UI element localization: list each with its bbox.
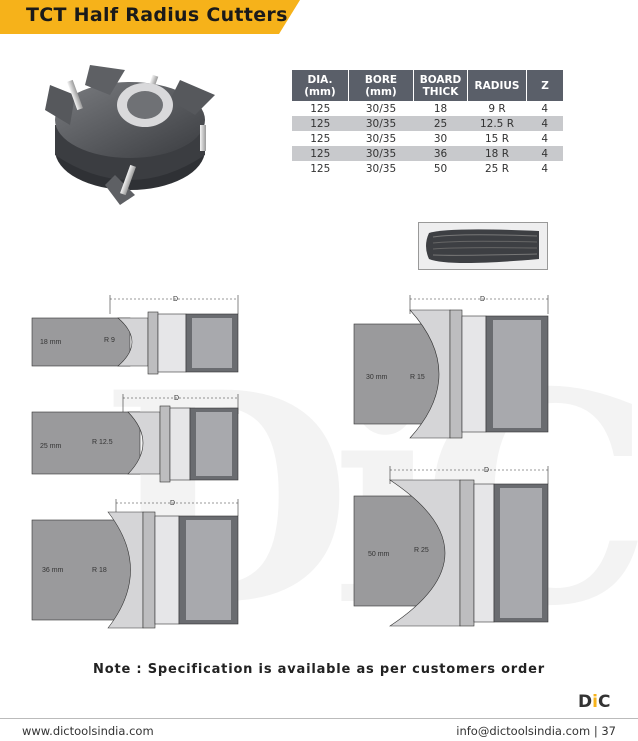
cutter-drawing-50mm: D 50 mm R 25 xyxy=(353,466,549,627)
cell: 30/35 xyxy=(365,162,397,175)
cell: 18 xyxy=(433,102,448,115)
cell: 36 xyxy=(413,146,468,161)
page-number: 37 xyxy=(601,724,616,738)
cell: 25 xyxy=(413,116,468,131)
brand-logo: DiC xyxy=(578,692,611,712)
dimension-d-label: D xyxy=(480,296,485,303)
cutter-drawing-18mm: D 18 mm R 9 xyxy=(31,295,239,375)
cell: 4 xyxy=(526,116,563,131)
col-header-radius: RADIUS xyxy=(467,70,527,101)
thickness-label: 30 mm xyxy=(366,374,388,381)
cell: 18 R xyxy=(467,146,527,161)
cell: 4 xyxy=(541,132,549,145)
cell: 30 xyxy=(433,132,448,145)
table-row: 125 30/35 36 18 R 4 xyxy=(292,146,563,161)
cell: 30/35 xyxy=(348,116,414,131)
thickness-label: 36 mm xyxy=(42,567,64,574)
cell: 50 xyxy=(433,162,448,175)
cutter-drawing-25mm: D 25 mm R 12.5 xyxy=(31,394,239,483)
col-header-bore: BORE(mm) xyxy=(348,70,414,101)
cell: 15 R xyxy=(485,132,509,145)
page-title: TCT Half Radius Cutters xyxy=(26,4,288,26)
col-header-dia: DIA.(mm) xyxy=(292,70,349,101)
cell: 25 R xyxy=(485,162,509,175)
thickness-label: 18 mm xyxy=(40,339,62,346)
table-row: 125 30/35 18 9 R 4 xyxy=(292,101,563,116)
cutter-drawing-36mm: D 36 mm R 18 xyxy=(31,499,239,629)
profile-sample xyxy=(418,222,548,270)
cutter-illustration xyxy=(45,65,215,205)
radius-label: R 15 xyxy=(410,374,425,381)
radius-label: R 9 xyxy=(104,337,115,344)
dimension-d-label: D xyxy=(173,296,178,303)
cell: 30/35 xyxy=(348,146,414,161)
table-row: 125 30/35 50 25 R 4 xyxy=(292,161,563,176)
cell: 4 xyxy=(541,102,549,115)
cell: 125 xyxy=(310,162,331,175)
thickness-label: 50 mm xyxy=(368,551,390,558)
dimension-d-label: D xyxy=(170,500,175,507)
dimension-d-label: D xyxy=(484,467,489,474)
thickness-label: 25 mm xyxy=(40,443,62,450)
col-header-z: Z xyxy=(526,70,563,101)
spec-note: Note : Specification is available as per… xyxy=(93,662,545,677)
table-row: 125 30/35 25 12.5 R 4 xyxy=(292,116,563,131)
radius-label: R 18 xyxy=(92,567,107,574)
profile-sample-graphic xyxy=(426,229,539,263)
title-banner xyxy=(0,0,300,34)
radius-label: R 12.5 xyxy=(92,439,113,446)
cell: 4 xyxy=(541,162,549,175)
cutter-drawing-30mm: D 30 mm R 15 xyxy=(353,295,549,439)
cell: 125 xyxy=(310,132,331,145)
radius-label: R 25 xyxy=(414,547,429,554)
cell: 125 xyxy=(292,146,349,161)
table-row: 125 30/35 30 15 R 4 xyxy=(292,131,563,146)
footer-divider xyxy=(0,718,638,719)
footer-email-link[interactable]: info@dictoolsindia.com xyxy=(456,724,591,738)
cell: 30/35 xyxy=(365,102,397,115)
cell: 4 xyxy=(526,146,563,161)
cell: 125 xyxy=(310,102,331,115)
cell: 125 xyxy=(292,116,349,131)
footer-contact: info@dictoolsindia.com | 37 xyxy=(456,724,616,738)
cell: 9 R xyxy=(488,102,506,115)
footer-website-link[interactable]: www.dictoolsindia.com xyxy=(22,724,154,738)
dimension-d-label: D xyxy=(174,395,179,402)
cell: 30/35 xyxy=(365,132,397,145)
cell: 12.5 R xyxy=(467,116,527,131)
